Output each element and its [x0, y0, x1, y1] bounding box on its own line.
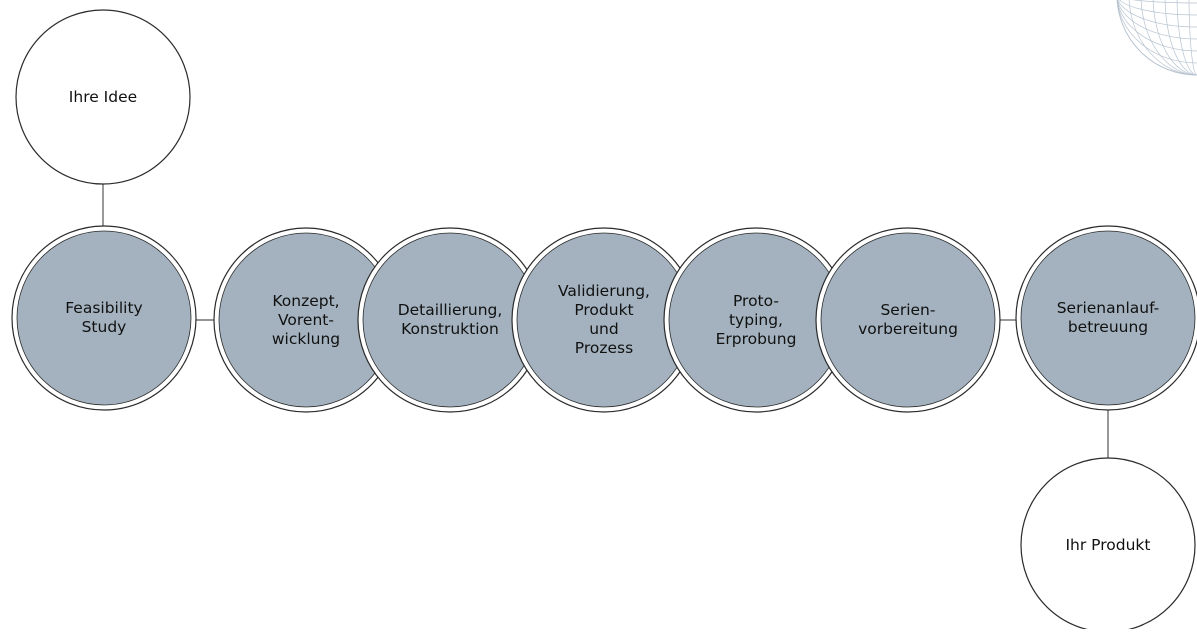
- circle-serienanlaufbetreuung: [1015, 225, 1197, 411]
- circle-prototyping: [663, 227, 849, 413]
- circle-serienvorbereitung: [815, 227, 1001, 413]
- globe-line: [1116, 0, 1197, 52]
- corner-decoration: [1116, 0, 1197, 76]
- circle-serienanlaufbetreuung-fill: [1020, 230, 1196, 406]
- globe-line: [1176, 0, 1197, 76]
- connectors: [102, 184, 1109, 458]
- circle-ihre-idee: [15, 9, 191, 185]
- circle-ihr-produkt: [1020, 457, 1196, 629]
- circle-serienvorbereitung-fill: [820, 232, 996, 408]
- circle-feasibility-study: [11, 225, 197, 411]
- circle-detaillierung-fill: [362, 232, 538, 408]
- globe-line: [1116, 0, 1197, 64]
- circle-detaillierung: [357, 227, 543, 413]
- globe-icon: [1116, 0, 1197, 76]
- globe-line: [1164, 0, 1197, 76]
- circle-ihre-idee-outline: [15, 9, 191, 185]
- circle-feasibility-study-fill: [16, 230, 192, 406]
- circle-validierung: [511, 227, 697, 413]
- circle-ihr-produkt-outline: [1020, 457, 1196, 629]
- circles: [11, 9, 1197, 629]
- globe-line: [1188, 0, 1197, 76]
- globe-line: [1117, 0, 1197, 28]
- circle-konzept: [213, 227, 399, 413]
